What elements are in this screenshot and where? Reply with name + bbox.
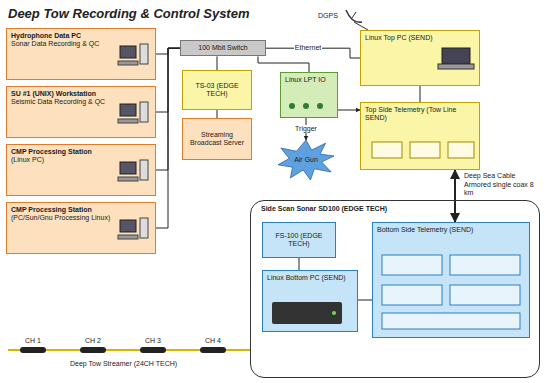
process-box: FS-100 (EDGE TECH) <box>262 222 336 258</box>
node-heading: 100 Mbit Switch <box>198 44 247 52</box>
monitor-icon <box>120 162 136 174</box>
connector-label: Trigger <box>294 125 318 133</box>
node-body: Seismic Data Recording & QC <box>11 98 105 106</box>
burst-node: Air Gun <box>278 140 334 180</box>
process-box: Linux LPT IO <box>280 72 338 118</box>
note-label: Deep Tow Streamer (24CH TECH) <box>70 360 177 368</box>
keyboard-icon <box>118 177 138 181</box>
node-heading: Bottom Side Telemetry (SEND) <box>377 226 473 234</box>
process-box: SU #1 (UNIX) WorkstationSeismic Data Rec… <box>6 86 156 138</box>
node-heading: TS-03 (EDGE TECH) <box>187 82 247 99</box>
monitor-icon <box>120 104 136 116</box>
process-box: Top Side Telemetry (Tow Line SEND) <box>360 102 480 170</box>
io-led <box>303 103 309 109</box>
telemetry-board <box>382 313 520 329</box>
node-heading: Top Side Telemetry (Tow Line SEND) <box>365 106 475 123</box>
streamer-section <box>80 347 106 353</box>
node-heading: Side Scan Sonar SD100 (EDGE TECH) <box>261 205 387 213</box>
process-box: 100 Mbit Switch <box>180 40 266 56</box>
io-led <box>289 103 295 109</box>
note-label: Armored single coax 8 km <box>464 181 540 198</box>
process-box: Bottom Side Telemetry (SEND) <box>372 222 530 338</box>
telemetry-card <box>372 142 402 158</box>
connector <box>217 110 218 118</box>
channel-label: CH 2 <box>85 337 101 345</box>
io-led <box>317 103 323 109</box>
connector <box>454 170 456 222</box>
node-body: (Linux PC) <box>11 156 44 164</box>
burst-outline <box>278 140 334 180</box>
process-box: Linux Bottom PC (SEND) <box>262 270 358 332</box>
tower-icon <box>140 218 148 238</box>
process-box: TS-03 (EDGE TECH) <box>182 70 252 110</box>
power-led <box>332 311 336 315</box>
connector <box>338 110 360 111</box>
diagram-title: Deep Tow Recording & Control System <box>8 6 250 21</box>
streamer-section <box>200 347 226 353</box>
note-label: Deep Sea Cable <box>464 172 515 180</box>
telemetry-card <box>448 142 474 158</box>
connector-label: Ethernet <box>294 44 322 52</box>
process-box: Hydrophone Data PCSonar Data Recording &… <box>6 28 156 80</box>
telemetry-board <box>382 255 442 275</box>
node-heading: Hydrophone Data PC <box>11 32 81 40</box>
node-heading: Air Gun <box>294 156 318 164</box>
process-box: Linux Top PC (SEND) <box>360 30 480 86</box>
node-heading: Linux Bottom PC (SEND) <box>267 274 346 282</box>
connector <box>358 300 372 301</box>
keyboard-icon <box>118 61 138 65</box>
connector <box>258 56 309 72</box>
keyboard-icon <box>118 119 138 123</box>
node-body: (PC/Sun/Gnu Processing Linux) <box>11 214 110 222</box>
telemetry-board <box>382 285 442 305</box>
streamer-section <box>20 347 46 353</box>
bottom-pc-unit <box>272 302 342 324</box>
connector <box>299 258 300 270</box>
node-heading: SU #1 (UNIX) Workstation <box>11 90 96 98</box>
node-heading: CMP Processing Station <box>11 206 92 214</box>
dgps-dish <box>346 10 362 22</box>
telemetry-card <box>410 142 440 158</box>
system-region: Side Scan Sonar SD100 (EDGE TECH) FS-100 … <box>250 200 540 378</box>
process-box: CMP Processing Station(Linux PC) <box>6 144 156 196</box>
channel-label: CH 1 <box>25 337 41 345</box>
tower-icon <box>140 102 148 122</box>
node-heading: Linux LPT IO <box>285 76 326 84</box>
connector <box>156 48 180 228</box>
process-box: CMP Processing Station(PC/Sun/Gnu Proces… <box>6 202 156 254</box>
process-box: Streaming Broadcast Server <box>182 118 252 160</box>
streamer-section <box>140 347 166 353</box>
telemetry-board <box>450 255 520 275</box>
monitor-icon <box>120 220 136 232</box>
laptop-base <box>438 64 474 69</box>
monitor-icon <box>120 46 136 58</box>
node-heading: Streaming Broadcast Server <box>187 131 247 148</box>
connector <box>217 56 218 70</box>
channel-label: CH 3 <box>145 337 161 345</box>
dgps-dish <box>352 12 356 18</box>
node-heading: Linux Top PC (SEND) <box>365 34 433 42</box>
tower-icon <box>140 160 148 180</box>
laptop-screen <box>442 48 470 64</box>
dgps-lead <box>354 22 368 30</box>
telemetry-board <box>450 285 520 305</box>
tower-icon <box>140 44 148 64</box>
connector <box>420 86 421 102</box>
node-heading: CMP Processing Station <box>11 148 92 156</box>
keyboard-icon <box>118 235 138 239</box>
channel-label: CH 4 <box>205 337 221 345</box>
workstation-icon <box>118 44 148 239</box>
node-body: Sonar Data Recording & QC <box>11 40 99 48</box>
node-heading: FS-100 (EDGE TECH) <box>267 232 331 249</box>
note-label: DGPS <box>318 12 338 20</box>
